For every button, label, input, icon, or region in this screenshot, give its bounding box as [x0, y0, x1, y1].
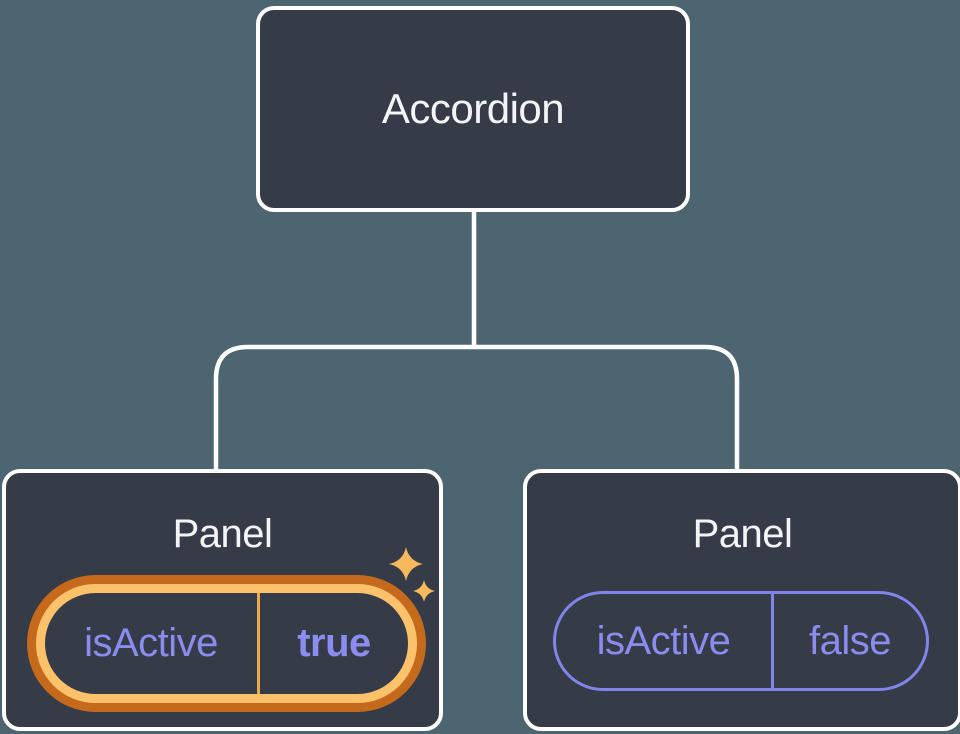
prop-value-cell: false	[774, 594, 926, 688]
panel-node-active: Panel isActive true	[2, 469, 443, 731]
state-highlight-ring-inner: isActive true	[36, 584, 417, 703]
prop-pill: isActive false	[553, 591, 929, 691]
accordion-label: Accordion	[381, 85, 565, 132]
panel-label: Panel	[172, 512, 273, 556]
panel-label: Panel	[692, 512, 793, 556]
prop-value: false	[809, 618, 892, 663]
prop-name-cell: isActive	[45, 593, 260, 694]
prop-name-cell: isActive	[556, 594, 774, 688]
prop-value-cell: true	[260, 593, 408, 694]
prop-value: true	[297, 621, 371, 665]
prop-name: isActive	[596, 618, 731, 663]
panel-node-inactive: Panel isActive false	[523, 469, 960, 731]
prop-name: isActive	[84, 621, 218, 665]
accordion-node: Accordion	[256, 6, 690, 212]
state-highlight-ring: isActive true	[27, 575, 426, 712]
connector-branch	[213, 344, 740, 471]
prop-pill: isActive true	[45, 593, 408, 694]
